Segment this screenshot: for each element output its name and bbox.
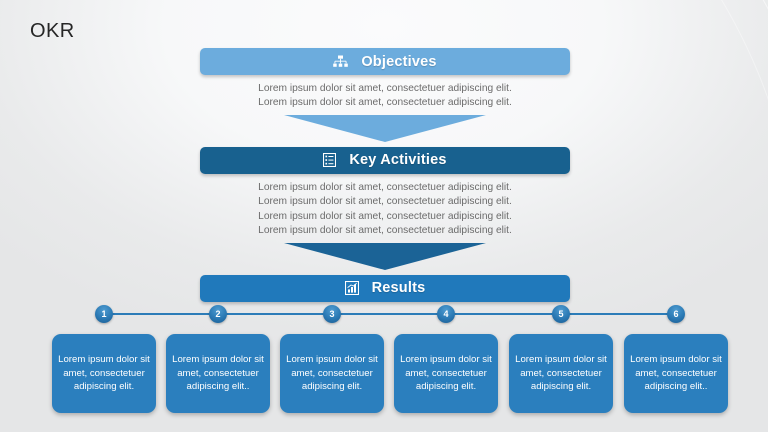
key-activities-band[interactable]: Key Activities [200, 146, 570, 174]
objectives-body-line: Lorem ipsum dolor sit amet, consectetuer… [258, 97, 512, 109]
key-activities-body-line: Lorem ipsum dolor sit amet, consectetuer… [258, 181, 512, 193]
arrow-down-objectives-to-activities [284, 114, 486, 142]
timeline-step-number: 5 [558, 308, 564, 319]
objectives-label: Objectives [361, 53, 437, 70]
timeline-step-2[interactable]: 2 [209, 305, 227, 323]
objectives-band[interactable]: Objectives [200, 48, 570, 75]
key-activities-body: Lorem ipsum dolor sit amet, consectetuer… [200, 174, 570, 239]
page-title: OKR [30, 20, 75, 42]
timeline-step-3[interactable]: 3 [323, 305, 341, 323]
result-card-text: Lorem ipsum dolor sit amet, consectetuer… [400, 354, 492, 393]
timeline-step-6[interactable]: 6 [667, 305, 685, 323]
result-card-text: Lorem ipsum dolor sit amet, consectetuer… [172, 354, 264, 393]
key-activities-body-line: Lorem ipsum dolor sit amet, consectetuer… [258, 210, 512, 222]
okr-funnel: Objectives Lorem ipsum dolor sit amet, c… [200, 48, 570, 302]
org-chart-icon [333, 55, 349, 69]
timeline-step-number: 4 [443, 308, 449, 319]
result-card-text: Lorem ipsum dolor sit amet, consectetuer… [286, 354, 378, 393]
timeline-step-number: 3 [329, 308, 335, 319]
result-card[interactable]: Lorem ipsum dolor sit amet, consectetuer… [166, 334, 270, 413]
arrow-down-activities-to-results [284, 242, 486, 270]
results-label: Results [371, 280, 426, 297]
result-card[interactable]: Lorem ipsum dolor sit amet, consectetuer… [280, 334, 384, 413]
key-activities-body-line: Lorem ipsum dolor sit amet, consectetuer… [258, 225, 512, 237]
result-card-text: Lorem ipsum dolor sit amet, consectetuer… [630, 354, 722, 393]
list-icon [323, 153, 337, 168]
result-card[interactable]: Lorem ipsum dolor sit amet, consectetuer… [52, 334, 156, 413]
timeline-connector-line [104, 313, 676, 315]
results-timeline: 1 2 3 4 5 6 [0, 305, 768, 323]
objectives-body: Lorem ipsum dolor sit amet, consectetuer… [200, 75, 570, 111]
timeline-step-4[interactable]: 4 [437, 305, 455, 323]
objectives-body-line: Lorem ipsum dolor sit amet, consectetuer… [258, 83, 512, 94]
timeline-step-1[interactable]: 1 [95, 305, 113, 323]
result-card-text: Lorem ipsum dolor sit amet, consectetuer… [58, 354, 150, 393]
result-card[interactable]: Lorem ipsum dolor sit amet, consectetuer… [509, 334, 613, 413]
bar-chart-icon [344, 281, 359, 296]
result-card[interactable]: Lorem ipsum dolor sit amet, consectetuer… [624, 334, 728, 413]
timeline-step-5[interactable]: 5 [552, 305, 570, 323]
key-activities-body-line: Lorem ipsum dolor sit amet, consectetuer… [258, 196, 512, 208]
timeline-step-number: 1 [101, 308, 107, 319]
result-cards: Lorem ipsum dolor sit amet, consectetuer… [0, 334, 768, 416]
result-card-text: Lorem ipsum dolor sit amet, consectetuer… [515, 354, 607, 393]
results-band[interactable]: Results [200, 274, 570, 302]
timeline-step-number: 6 [673, 308, 679, 319]
key-activities-label: Key Activities [349, 152, 447, 169]
timeline-step-number: 2 [215, 308, 221, 319]
result-card[interactable]: Lorem ipsum dolor sit amet, consectetuer… [394, 334, 498, 413]
